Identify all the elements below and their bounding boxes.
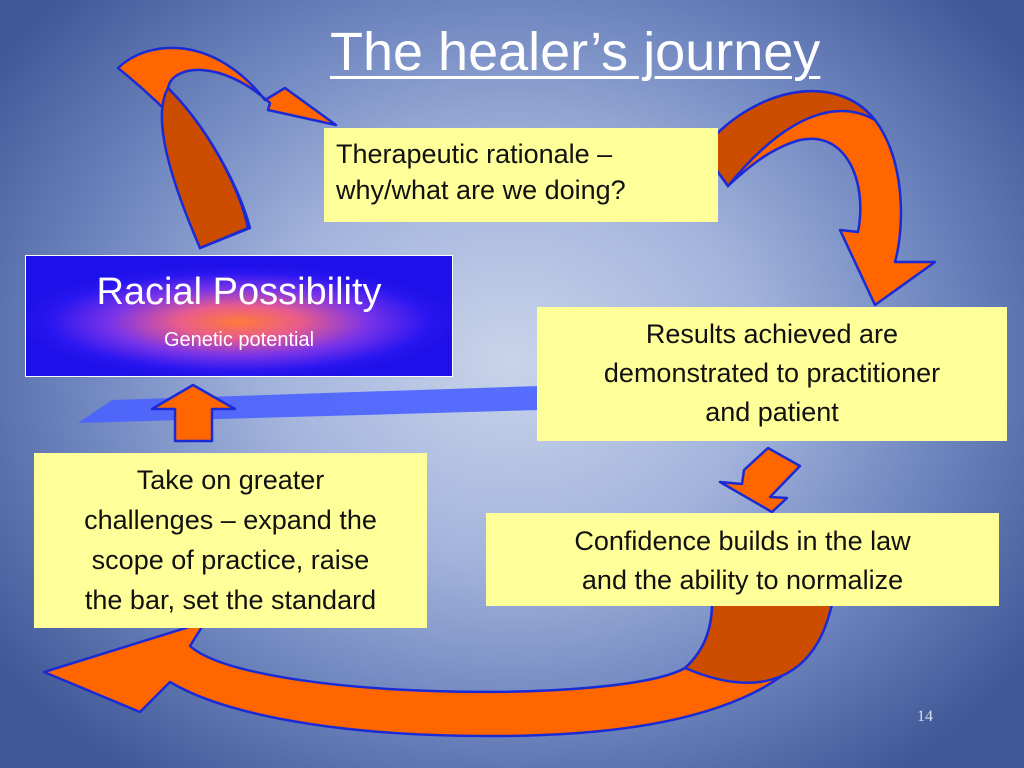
box-greater-challenges: Take on greater challenges – expand the …: [34, 453, 427, 628]
box-results-achieved: Results achieved are demonstrated to pra…: [537, 307, 1007, 441]
confidence-line-2: and the ability to normalize: [581, 565, 904, 595]
racial-possibility-subtitle: Genetic potential: [163, 329, 315, 351]
results-line-3: and patient: [705, 397, 839, 427]
challenges-line-4: the bar, set the standard: [84, 585, 377, 615]
box-therapeutic-rationale: Therapeutic rationale – why/what are we …: [324, 128, 718, 222]
rationale-line-1: Therapeutic rationale –: [336, 139, 613, 169]
arrow-to-rationale: [116, 46, 338, 250]
arrow-to-confidence: [718, 446, 802, 514]
page-number: 14: [917, 708, 933, 725]
challenges-line-3: scope of practice, raise: [91, 545, 370, 575]
box-confidence-builds: Confidence builds in the law and the abi…: [486, 513, 999, 606]
racial-possibility-box: Racial Possibility Genetic potential: [25, 255, 453, 377]
challenges-line-2: challenges – expand the: [84, 505, 377, 535]
results-line-2: demonstrated to practitioner: [603, 358, 941, 388]
arrow-to-results: [700, 89, 937, 307]
blue-band: [78, 386, 540, 423]
arrow-to-challenges: [42, 602, 834, 738]
results-line-1: Results achieved are: [645, 319, 899, 349]
racial-possibility-title: Racial Possibility: [96, 271, 382, 313]
slide-title: The healer’s journey: [330, 22, 821, 82]
arrow-up-to-racial: [150, 383, 237, 443]
challenges-line-1: Take on greater: [136, 465, 325, 495]
rationale-line-2: why/what are we doing?: [336, 175, 626, 205]
confidence-line-1: Confidence builds in the law: [574, 526, 911, 556]
